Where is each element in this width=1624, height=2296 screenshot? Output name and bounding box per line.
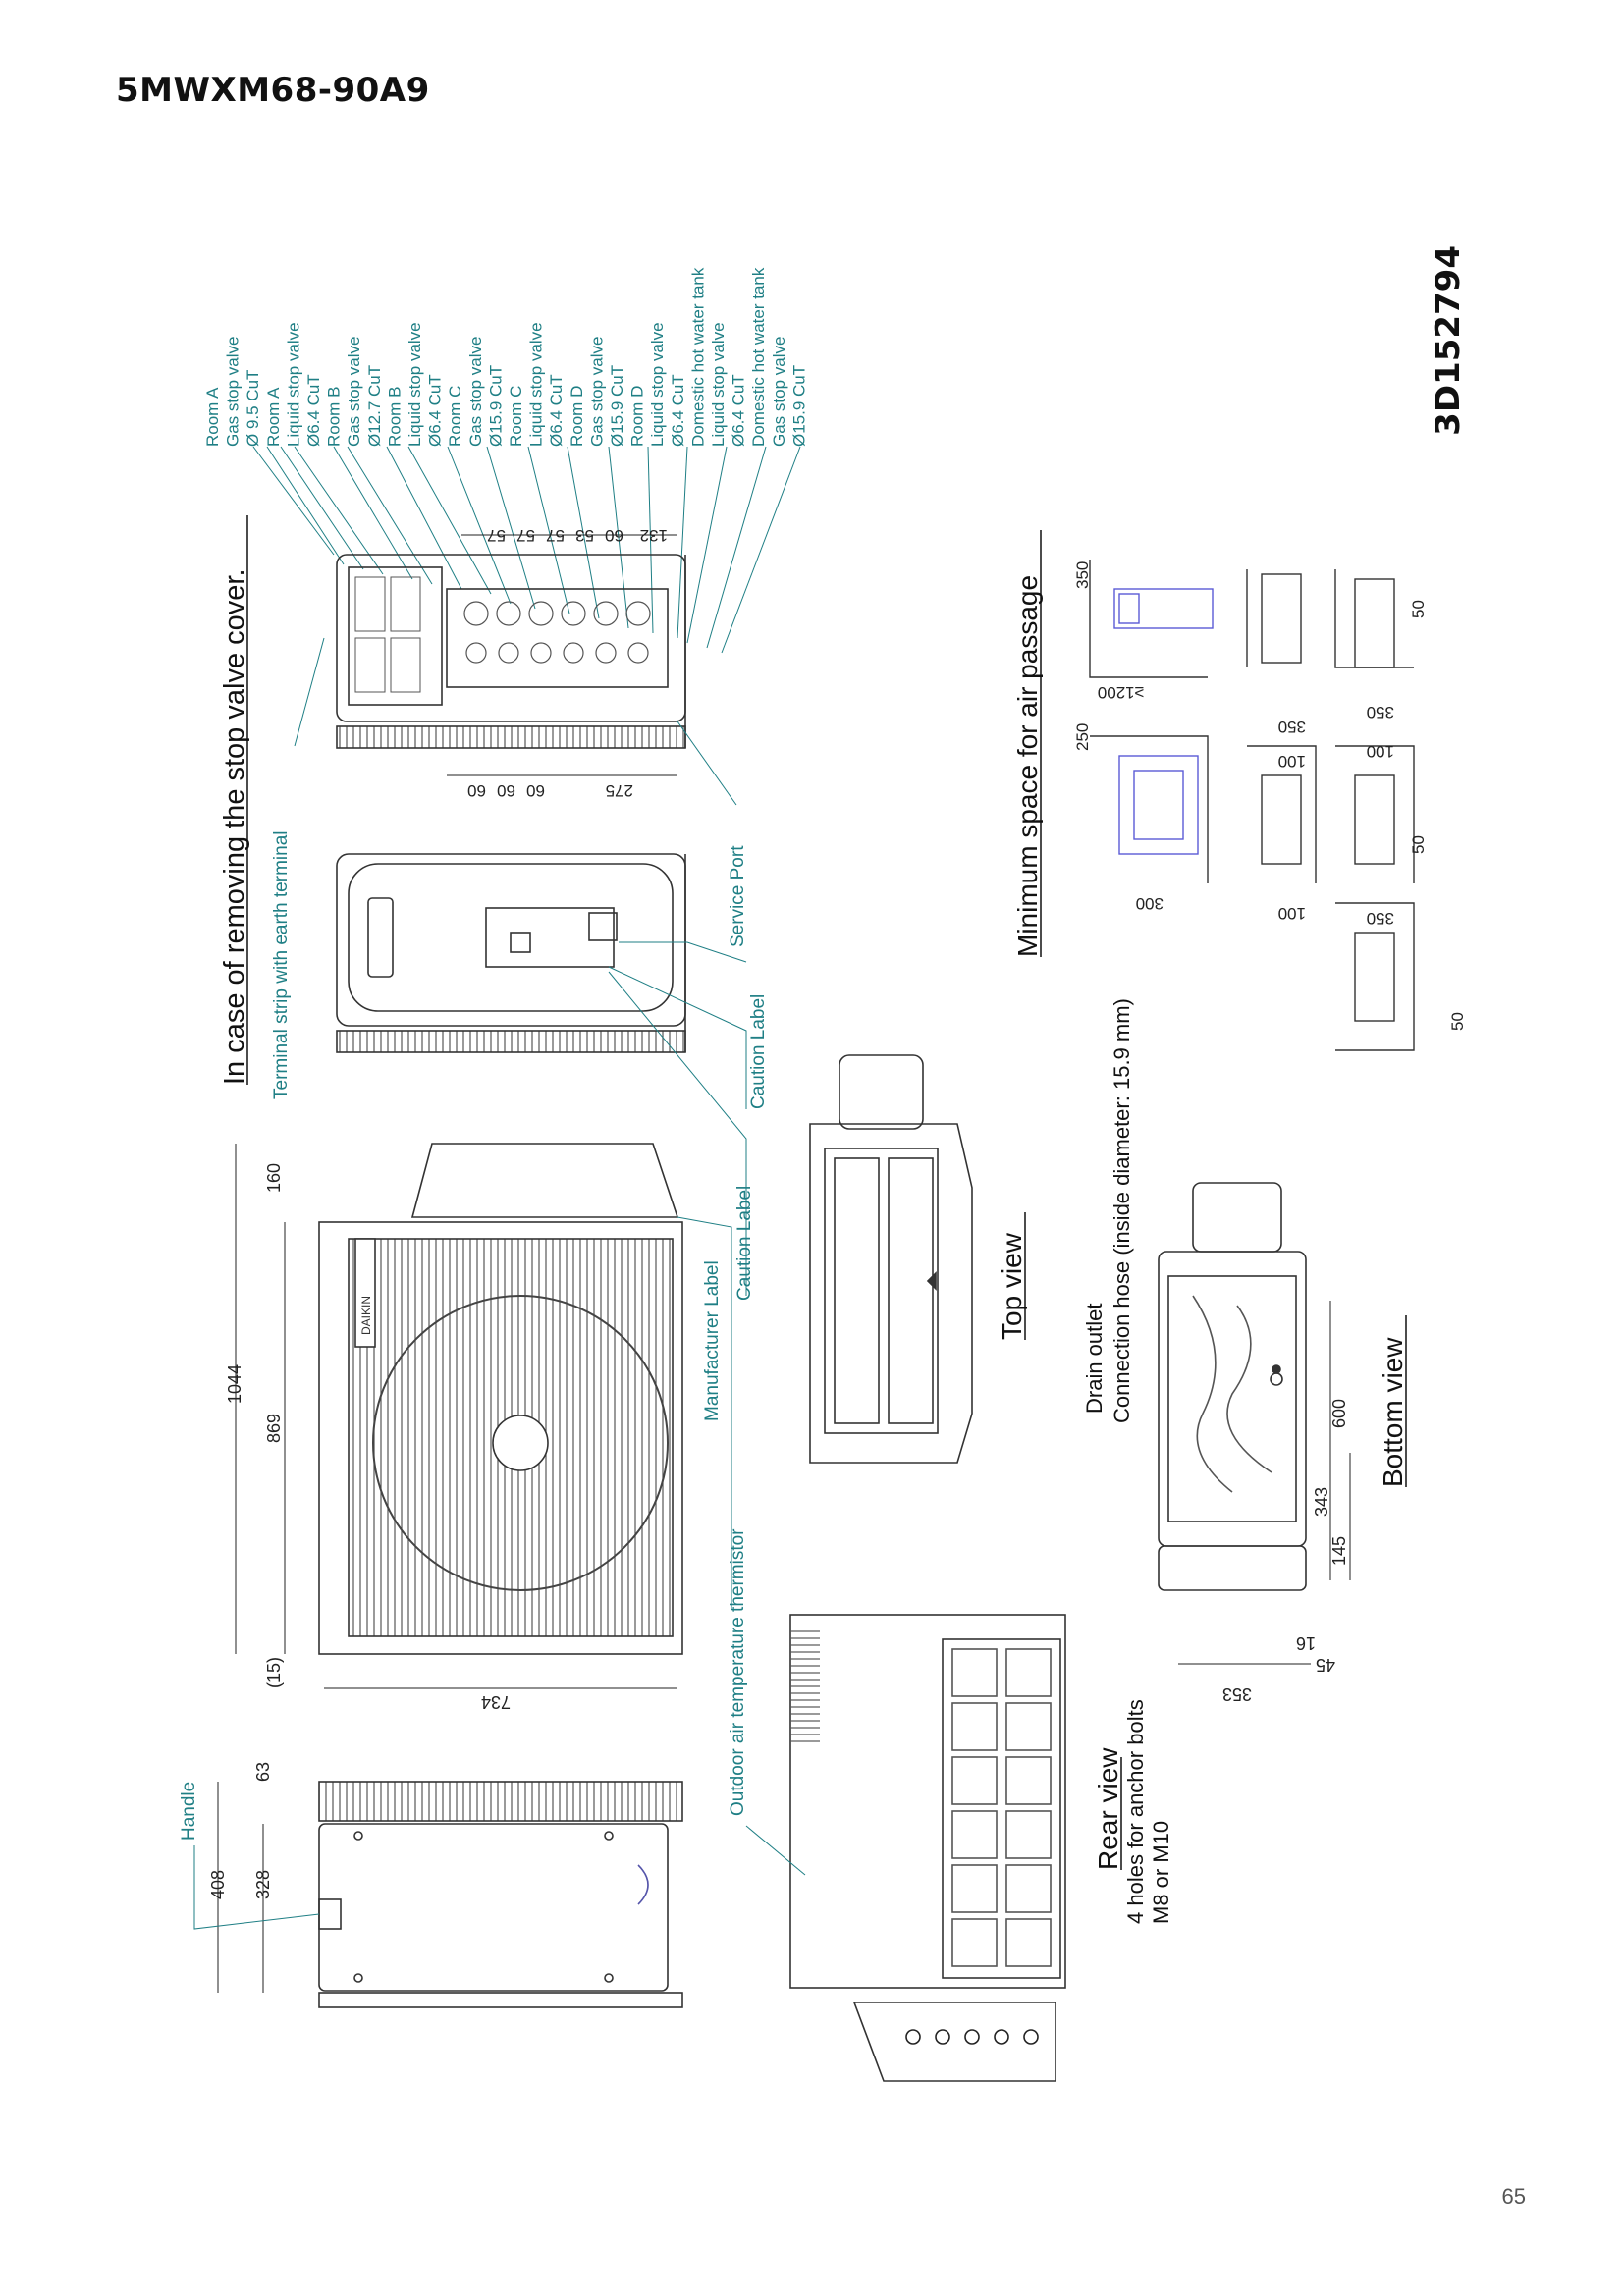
dim-53: 53 bbox=[575, 526, 594, 545]
dim-60a: 60 bbox=[605, 526, 623, 545]
valve-label: Room D bbox=[628, 386, 647, 447]
space-350c: 350 bbox=[1367, 703, 1394, 721]
callout-drain-outlet: Drain outlet bbox=[1082, 1303, 1107, 1414]
valve-label: Ø6.4 CuT bbox=[669, 374, 687, 447]
svg-text:DAIKIN: DAIKIN bbox=[359, 1296, 373, 1335]
side-view bbox=[318, 1781, 683, 2008]
dim-16: 16 bbox=[1296, 1633, 1316, 1653]
space-350: 350 bbox=[1073, 561, 1092, 589]
dim-869: 869 bbox=[264, 1414, 284, 1443]
dim-1044: 1044 bbox=[225, 1364, 244, 1404]
valve-label: Room C bbox=[446, 386, 464, 447]
valve-label: Liquid stop valve bbox=[527, 322, 546, 447]
service-port-view bbox=[336, 853, 686, 1053]
dim-353: 353 bbox=[1222, 1684, 1252, 1704]
valve-label: Ø6.4 CuT bbox=[304, 374, 323, 447]
dim-45: 45 bbox=[1316, 1655, 1335, 1675]
space-50c: 50 bbox=[1448, 1012, 1467, 1031]
valve-label: Liquid stop valve bbox=[648, 322, 667, 447]
valve-label: Ø6.4 CuT bbox=[730, 374, 748, 447]
valve-label: Gas stop valve bbox=[587, 337, 606, 447]
dim-63: 63 bbox=[253, 1762, 273, 1782]
space-50a: 50 bbox=[1409, 600, 1428, 618]
rear-view bbox=[789, 1614, 1066, 2082]
label-rear-view: Rear view bbox=[1093, 1747, 1123, 1870]
valve-label: Room A bbox=[203, 387, 222, 447]
dim-275: 275 bbox=[606, 781, 633, 800]
valve-label: Room B bbox=[385, 387, 404, 447]
valve-label: Gas stop valve bbox=[224, 337, 243, 447]
valve-label: Ø6.4 CuT bbox=[547, 374, 566, 447]
label-top-view: Top view bbox=[997, 1232, 1027, 1340]
page-title: 5MWXM68-90A9 bbox=[116, 71, 430, 110]
dim-60c: 60 bbox=[497, 781, 515, 800]
valve-label: Room A bbox=[264, 387, 283, 447]
valve-label: Ø15.9 CuT bbox=[789, 365, 808, 447]
dim-60d: 60 bbox=[526, 781, 545, 800]
callout-handle: Handle bbox=[179, 1782, 199, 1841]
stop-valve-view bbox=[336, 554, 686, 749]
heading-stop-valve: In case of removing the stop valve cover… bbox=[219, 569, 250, 1086]
space-100b: 100 bbox=[1367, 742, 1394, 761]
valve-label: Domestic hot water tank bbox=[749, 267, 768, 447]
label-bottom-view: Bottom view bbox=[1378, 1337, 1408, 1487]
callout-anchor-holes: 4 holes for anchor bolts bbox=[1123, 1699, 1148, 1924]
callout-anchor-size: M8 or M10 bbox=[1149, 1821, 1173, 1924]
dim-145: 145 bbox=[1329, 1536, 1349, 1566]
valve-label: Room D bbox=[568, 386, 586, 447]
dim-600: 600 bbox=[1329, 1399, 1349, 1428]
dim-57b: 57 bbox=[516, 526, 535, 545]
valve-label: Gas stop valve bbox=[345, 337, 363, 447]
space-300: 300 bbox=[1136, 894, 1164, 913]
callout-service-port: Service Port bbox=[728, 845, 748, 947]
space-100a: 100 bbox=[1278, 752, 1306, 771]
valve-label: Liquid stop valve bbox=[709, 322, 728, 447]
callout-connection-hose: Connection hose (inside diameter: 15.9 m… bbox=[1110, 998, 1134, 1423]
space-350d: 350 bbox=[1367, 909, 1394, 928]
dim-132: 132 bbox=[640, 526, 668, 545]
dim-160: 160 bbox=[264, 1163, 284, 1193]
callout-caution-label-2: Caution Label bbox=[734, 1186, 755, 1301]
dim-734: 734 bbox=[481, 1692, 511, 1712]
dim-15: (15) bbox=[264, 1657, 284, 1688]
air-passage-diagrams bbox=[1089, 560, 1415, 1051]
valve-label: Domestic hot water tank bbox=[688, 267, 707, 447]
page-number: 65 bbox=[1501, 2184, 1526, 2209]
valve-label: Ø15.9 CuT bbox=[608, 365, 626, 447]
valve-label: Liquid stop valve bbox=[284, 322, 302, 447]
callout-terminal-strip: Terminal strip with earth terminal bbox=[271, 831, 292, 1099]
top-view bbox=[809, 1054, 973, 1464]
space-100c: 100 bbox=[1278, 904, 1306, 923]
valve-label: Room B bbox=[325, 387, 344, 447]
dim-57a: 57 bbox=[546, 526, 565, 545]
valve-label: Gas stop valve bbox=[770, 337, 788, 447]
dim-408: 408 bbox=[208, 1870, 228, 1899]
valve-label: Ø 9.5 CuT bbox=[244, 370, 262, 447]
space-350b: 350 bbox=[1278, 718, 1306, 736]
valve-label: Liquid stop valve bbox=[406, 322, 424, 447]
callout-caution-label-1: Caution Label bbox=[748, 994, 769, 1109]
space-250: 250 bbox=[1073, 723, 1092, 751]
callout-outdoor-thermistor: Outdoor air temperature thermistor bbox=[728, 1528, 748, 1816]
valve-label: Room C bbox=[507, 386, 525, 447]
front-view: DAIKIN bbox=[318, 1143, 683, 1655]
dim-343: 343 bbox=[1312, 1487, 1331, 1517]
bottom-view bbox=[1158, 1182, 1307, 1591]
dim-60b: 60 bbox=[467, 781, 486, 800]
heading-air-passage: Minimum space for air passage bbox=[1012, 575, 1043, 957]
valve-label: Ø12.7 CuT bbox=[365, 365, 384, 447]
valve-label: Ø15.9 CuT bbox=[486, 365, 505, 447]
dim-57c: 57 bbox=[487, 526, 506, 545]
valve-label: Ø6.4 CuT bbox=[426, 374, 445, 447]
valve-label: Gas stop valve bbox=[466, 337, 485, 447]
dim-328: 328 bbox=[253, 1870, 273, 1899]
space-50b: 50 bbox=[1409, 835, 1428, 854]
space-1200: ≥1200 bbox=[1098, 683, 1144, 702]
callout-manufacturer-label: Manufacturer Label bbox=[702, 1260, 723, 1421]
